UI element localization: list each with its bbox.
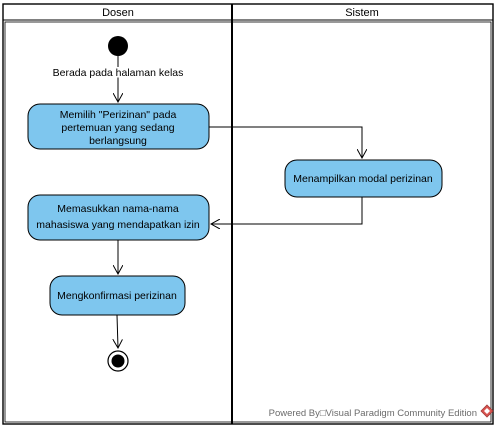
- action-memasukkan-nama-mahasiswa-line-2: mahasiswa yang mendapatkan izin: [36, 219, 200, 231]
- action-memilih-perizinan-line-3: berlangsung: [89, 135, 147, 147]
- action-mengkonfirmasi-perizinan-line-1: Mengkonfirmasi perizinan: [57, 290, 177, 302]
- action-memasukkan-nama-mahasiswa-line-1: Memasukkan nama-nama: [57, 203, 179, 215]
- final-node[interactable]: [107, 350, 129, 372]
- action-mengkonfirmasi-perizinan[interactable]: Mengkonfirmasi perizinan: [49, 275, 186, 316]
- action-menampilkan-modal-perizinan-line-1: Menampilkan modal perizinan: [293, 173, 433, 185]
- action-menampilkan-modal-perizinan[interactable]: Menampilkan modal perizinan: [284, 159, 443, 198]
- action-memasukkan-nama-mahasiswa[interactable]: Memasukkan nama-nama mahasiswa yang mend…: [27, 194, 210, 241]
- action-memilih-perizinan[interactable]: Memilih "Perizinan" pada pertemuan yang …: [27, 103, 210, 150]
- initial-flow-label: Berada pada halaman kelas: [53, 67, 184, 79]
- initial-node[interactable]: [108, 36, 128, 56]
- edge-memilih-to-menampilkan: [209, 126, 362, 158]
- credit-watermark-text: Powered By□Visual Paradigm Community Edi…: [269, 408, 477, 419]
- visual-paradigm-logo-icon: [480, 404, 494, 418]
- edge-mengkonfirmasi-to-final: [117, 314, 118, 348]
- action-memilih-perizinan-line-2: pertemuan yang sedang: [61, 122, 174, 134]
- edge-menampilkan-to-memasukkan: [211, 197, 363, 224]
- swimlane-header-sistem: Sistem: [345, 7, 379, 19]
- action-memilih-perizinan-line-1: Memilih "Perizinan" pada: [60, 109, 177, 121]
- swimlane-inner-frame: [4, 21, 492, 423]
- swimlane-header-dosen: Dosen: [102, 7, 134, 19]
